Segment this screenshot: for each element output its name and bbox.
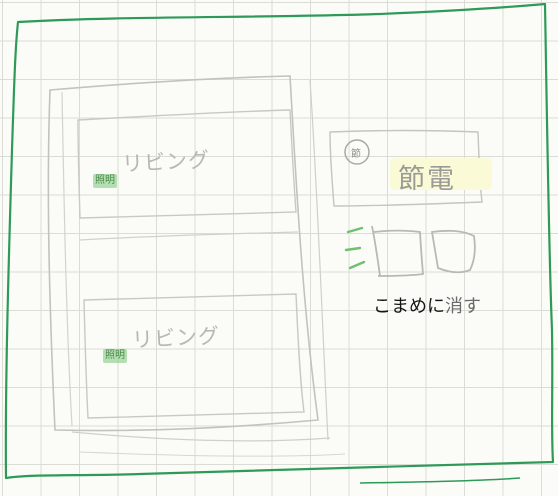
tag-light-bottom: 照明: [103, 349, 127, 363]
room-label-bottom: リビング: [131, 323, 221, 353]
top-room-outline: [77, 109, 297, 219]
icon-glyph: 節: [351, 149, 361, 160]
light-rays-icon: [344, 226, 366, 270]
turn-off-caption: こまめに消す: [373, 292, 481, 318]
bottom-room-outline: [83, 293, 305, 419]
room-label-top: リビング: [121, 147, 211, 177]
power-saving-title: 節電: [398, 164, 456, 195]
left-panel-outline: [47, 75, 319, 432]
right-box-outline: [329, 129, 483, 207]
outer-frame: [4, 2, 555, 480]
title-highlight: [390, 158, 492, 190]
caption-part-a: こまめに: [373, 296, 445, 317]
caption-part-b: 消す: [445, 296, 481, 317]
tag-light-top: 照明: [93, 174, 117, 188]
bulb-circle-icon: [344, 139, 370, 165]
